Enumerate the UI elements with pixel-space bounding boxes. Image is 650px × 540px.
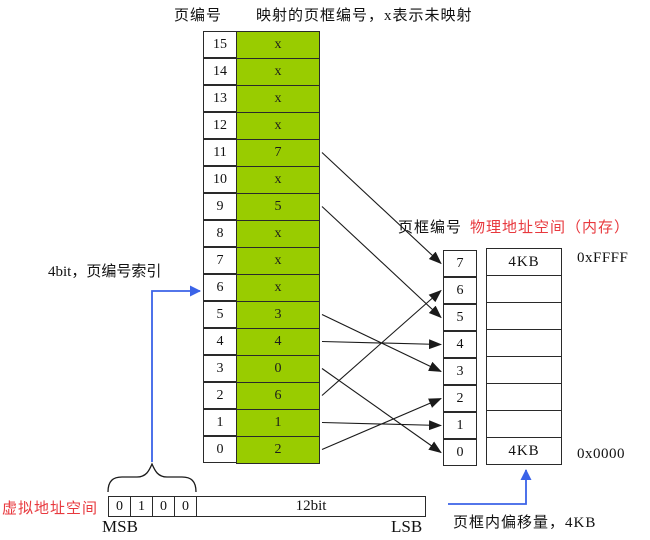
page-table-entry: 5 bbox=[237, 194, 319, 221]
page-table-page-number: 2 bbox=[203, 382, 237, 409]
page-table-page-number: 8 bbox=[203, 220, 237, 247]
memory-frame-cell bbox=[487, 276, 561, 303]
physical-space-label: 物理地址空间（内存） bbox=[470, 220, 631, 236]
address-bit-cell: 0 bbox=[174, 496, 197, 517]
page-table-page-number: 10 bbox=[203, 166, 237, 193]
memory-frame-cell bbox=[487, 303, 561, 330]
mapping-arrow-page11-frame7 bbox=[321, 152, 442, 265]
page-table-page-number: 14 bbox=[203, 58, 237, 85]
page-table-page-number: 13 bbox=[203, 85, 237, 112]
frame-number-box: 3 bbox=[443, 358, 477, 385]
page-table-entry: x bbox=[237, 59, 319, 86]
page-table-entry: 2 bbox=[237, 437, 319, 463]
memory-frame-cell bbox=[487, 384, 561, 411]
offset-label: 页框内偏移量，4KB bbox=[453, 515, 597, 531]
offset-pointer-arrow bbox=[448, 469, 532, 505]
page-table-entry: x bbox=[237, 86, 319, 113]
page-table-entry: x bbox=[237, 32, 319, 59]
memory-frame-cell: 4KB bbox=[508, 442, 540, 459]
memory-frame-cell bbox=[487, 330, 561, 357]
mapping-arrow-page2-frame6 bbox=[321, 289, 442, 396]
mapping-arrow-page1-frame1 bbox=[321, 420, 442, 431]
mapping-arrow-page4-frame4 bbox=[321, 339, 442, 350]
page-table-entry: x bbox=[237, 275, 319, 302]
bottom-address-label: 0x0000 bbox=[577, 446, 625, 462]
mapping-arrow-page3-frame0 bbox=[321, 368, 442, 454]
frame-number-box: 4 bbox=[443, 331, 477, 358]
msb-label: MSB bbox=[102, 517, 138, 536]
lsb-label: LSB bbox=[391, 517, 423, 536]
page-table-entry: 6 bbox=[237, 383, 319, 410]
address-bit-cell: 0 bbox=[108, 496, 131, 517]
memory-frame-cell bbox=[487, 357, 561, 384]
page-table-entry: 7 bbox=[237, 140, 319, 167]
page-to-frame-arrows bbox=[321, 152, 442, 454]
page-table-page-number: 1 bbox=[203, 409, 237, 436]
frame-number-box: 2 bbox=[443, 385, 477, 412]
page-table-entry: 4 bbox=[237, 329, 319, 356]
page-table-page-number: 0 bbox=[203, 436, 237, 463]
page-table-entry: 1 bbox=[237, 410, 319, 437]
page-table-entry: x bbox=[237, 167, 319, 194]
frame-number-box: 7 bbox=[443, 250, 477, 277]
frame-number-box: 1 bbox=[443, 412, 477, 439]
memory-frame-cell: 4KB bbox=[487, 249, 561, 276]
frame-number-box: 6 bbox=[443, 277, 477, 304]
mapped-frame-header-label: 映射的页框编号，x表示未映射 bbox=[256, 8, 473, 24]
address-offset-cell: 12bit bbox=[196, 496, 426, 517]
page-table-entry: x bbox=[237, 221, 319, 248]
address-bit-cell: 1 bbox=[130, 496, 153, 517]
frame-number-box: 0 bbox=[443, 439, 477, 466]
page-table-entry: x bbox=[237, 113, 319, 140]
mapping-arrow-page5-frame3 bbox=[321, 314, 442, 372]
page-table-page-number: 15 bbox=[203, 31, 237, 58]
page-table-page-number: 12 bbox=[203, 112, 237, 139]
top-address-label: 0xFFFF bbox=[577, 250, 629, 266]
frame-number-box: 5 bbox=[443, 304, 477, 331]
page-table-entry: x bbox=[237, 248, 319, 275]
page-table-page-number: 6 bbox=[203, 274, 237, 301]
virtual-space-label: 虚拟地址空间 bbox=[2, 501, 99, 517]
page-table-entry: 3 bbox=[237, 302, 319, 329]
page-table-page-number: 4 bbox=[203, 328, 237, 355]
index-bits-label: 4bit，页编号索引 bbox=[48, 264, 162, 280]
index-pointer-arrow bbox=[151, 285, 201, 462]
page-table-page-number: 7 bbox=[203, 247, 237, 274]
page-table-page-number: 5 bbox=[203, 301, 237, 328]
page-table-page-number: 3 bbox=[203, 355, 237, 382]
memory-column: 4KB 4KB bbox=[486, 248, 562, 465]
memory-frame-cell bbox=[487, 411, 561, 438]
frame-number-label: 页框编号 bbox=[398, 220, 463, 236]
page-table-page-number: 11 bbox=[203, 139, 237, 166]
page-number-header-label: 页编号 bbox=[174, 8, 223, 24]
address-bit-cell: 0 bbox=[152, 496, 175, 517]
page-table-entry: 0 bbox=[237, 356, 319, 383]
index-bits-brace bbox=[107, 462, 197, 493]
page-table-page-number: 9 bbox=[203, 193, 237, 220]
mapping-arrow-page0-frame2 bbox=[321, 397, 442, 451]
